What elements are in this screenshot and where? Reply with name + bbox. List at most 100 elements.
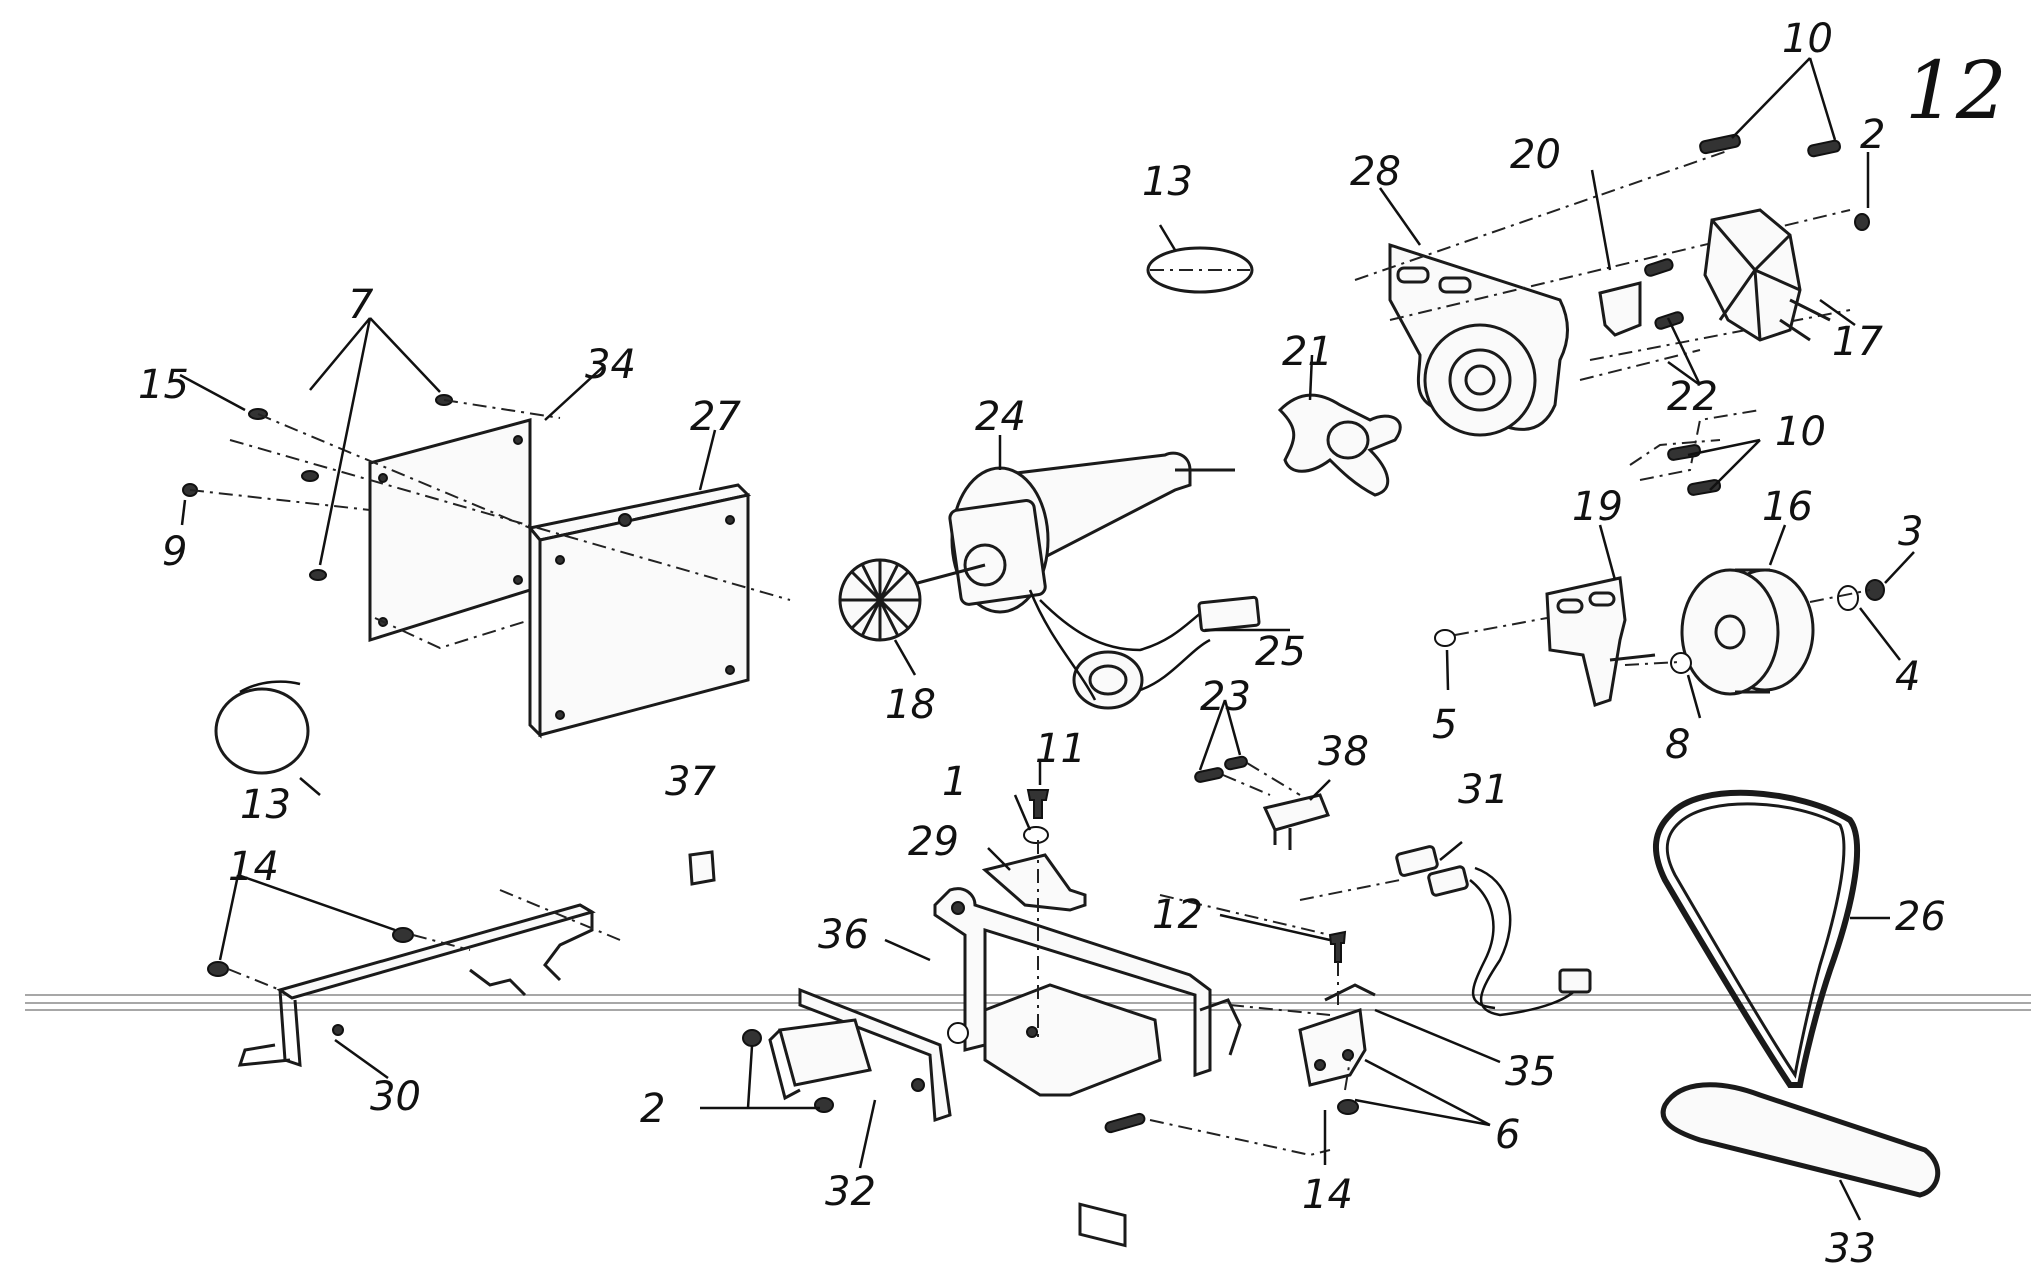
label-24: 24 bbox=[975, 394, 1026, 440]
screw-11 bbox=[1026, 789, 1050, 819]
connector-37 bbox=[688, 850, 716, 886]
nut-3 bbox=[1865, 579, 1885, 601]
label-22: 22 bbox=[1667, 374, 1718, 420]
page-number: 12 bbox=[1905, 44, 2007, 137]
pulley-16 bbox=[1680, 568, 1815, 696]
label-14: 14 bbox=[228, 844, 279, 890]
motor-24 bbox=[909, 451, 1235, 614]
label-18: 18 bbox=[885, 682, 936, 728]
wire-end bbox=[239, 680, 301, 694]
label-2: 2 bbox=[1860, 112, 1885, 158]
screw-12 bbox=[1328, 930, 1347, 963]
label-28: 28 bbox=[1350, 149, 1401, 195]
label-13: 13 bbox=[240, 782, 291, 828]
label-20: 20 bbox=[1510, 132, 1561, 178]
label-1: 1 bbox=[942, 759, 967, 805]
cover-plate-27 bbox=[527, 483, 752, 739]
assembly-path bbox=[1149, 1059, 1351, 1157]
nut-2 bbox=[1854, 213, 1870, 231]
washer-1 bbox=[1023, 826, 1049, 844]
coupling-21 bbox=[1277, 393, 1402, 497]
assembly-path bbox=[1629, 409, 1761, 481]
label-36: 36 bbox=[818, 912, 869, 958]
washer-5 bbox=[1434, 629, 1456, 647]
label-10: 10 bbox=[1782, 16, 1833, 62]
assembly-path bbox=[1229, 879, 1401, 1016]
mounting-plate-32 bbox=[768, 987, 952, 1123]
label-15: 15 bbox=[138, 362, 189, 408]
assembly-path bbox=[1222, 762, 1301, 796]
label-17: 17 bbox=[1832, 319, 1883, 365]
washer-4 bbox=[1837, 585, 1859, 611]
label-10: 10 bbox=[1775, 409, 1826, 455]
screw-14 bbox=[392, 927, 414, 943]
assembly-path bbox=[1354, 149, 1851, 381]
bracket-20 bbox=[1598, 281, 1642, 337]
assembly-path bbox=[1159, 894, 1339, 1010]
label-31: 31 bbox=[1458, 767, 1509, 813]
limit-switch-38 bbox=[1262, 793, 1331, 850]
label-8: 8 bbox=[1665, 722, 1690, 768]
wire-harness-13 bbox=[214, 687, 310, 775]
label-30: 30 bbox=[370, 1074, 421, 1120]
label-4: 4 bbox=[1895, 654, 1920, 700]
rail-bracket-30 bbox=[237, 903, 596, 1068]
label-37: 37 bbox=[665, 759, 716, 805]
wire-harness-31 bbox=[1395, 845, 1592, 1017]
washer-8 bbox=[1670, 652, 1692, 674]
label-11: 11 bbox=[1035, 726, 1086, 772]
main-chassis-36 bbox=[933, 887, 1242, 1248]
label-16: 16 bbox=[1762, 484, 1813, 530]
leader-lines bbox=[179, 57, 1915, 1221]
screw-10 bbox=[1667, 444, 1722, 496]
label-3: 3 bbox=[1898, 509, 1923, 555]
nut-2 bbox=[814, 1097, 834, 1113]
label-19: 19 bbox=[1572, 484, 1623, 530]
label-21: 21 bbox=[1282, 329, 1333, 375]
fan-17 bbox=[1703, 208, 1831, 342]
screw-10 bbox=[1699, 133, 1841, 158]
assembly-path bbox=[374, 617, 531, 650]
label-5: 5 bbox=[1432, 702, 1457, 748]
screw-22 bbox=[1644, 258, 1684, 330]
assembly-path bbox=[189, 399, 791, 601]
screw-7 bbox=[301, 394, 453, 581]
label-6: 6 bbox=[1495, 1112, 1520, 1158]
label-9: 9 bbox=[162, 529, 187, 575]
label-13: 13 bbox=[1142, 159, 1193, 205]
assembly-path bbox=[227, 889, 621, 991]
label-2: 2 bbox=[640, 1086, 665, 1132]
label-25: 25 bbox=[1255, 629, 1306, 675]
label-34: 34 bbox=[585, 342, 636, 388]
drive-belt-26 bbox=[1652, 789, 1861, 1088]
switch-bracket-35 bbox=[1298, 983, 1376, 1087]
capacitor-25 bbox=[1028, 589, 1261, 710]
label-32: 32 bbox=[825, 1169, 876, 1215]
label-7: 7 bbox=[348, 282, 374, 328]
label-26: 26 bbox=[1895, 894, 1946, 940]
label-27: 27 bbox=[690, 394, 741, 440]
idler-bracket-19 bbox=[1545, 576, 1656, 707]
screw-14 bbox=[1104, 1112, 1146, 1134]
screw-14 bbox=[1337, 1099, 1359, 1115]
label-12: 12 bbox=[1152, 892, 1203, 938]
drive-belt-33 bbox=[1660, 1082, 1941, 1198]
assembly-path bbox=[1454, 589, 1871, 666]
lens-plate-34 bbox=[368, 418, 532, 643]
label-29: 29 bbox=[908, 819, 959, 865]
gear-plate-29 bbox=[981, 853, 1087, 912]
drive-belt-26-inner bbox=[1665, 802, 1846, 1079]
label-33: 33 bbox=[1825, 1226, 1876, 1272]
label-23: 23 bbox=[1200, 674, 1251, 720]
screw-23 bbox=[1194, 755, 1248, 783]
screw-14 bbox=[207, 961, 229, 977]
label-14: 14 bbox=[1302, 1172, 1353, 1218]
wire-harness-13 bbox=[1146, 246, 1254, 294]
nut-2 bbox=[742, 1029, 762, 1047]
label-35: 35 bbox=[1505, 1049, 1556, 1095]
callout-labels: 10 2 20 28 13 17 22 21 10 24 7 34 15 27 … bbox=[138, 16, 1946, 1272]
label-38: 38 bbox=[1318, 729, 1369, 775]
motor-mount-28 bbox=[1388, 242, 1569, 437]
fan-18 bbox=[838, 558, 922, 642]
